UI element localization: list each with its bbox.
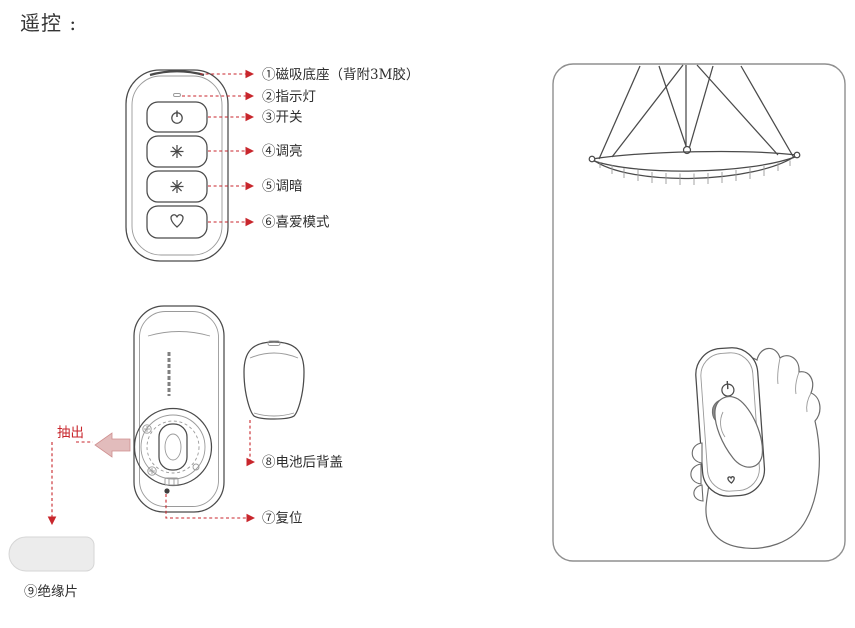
insulation-sheet	[8, 536, 95, 572]
callout-dim: ⑤调暗	[262, 179, 303, 195]
remote-back-view	[133, 305, 225, 513]
callout-brighten: ④调亮	[262, 143, 303, 160]
callout-indicator: ②指示灯	[262, 89, 316, 105]
screw-icon	[142, 424, 152, 434]
fingertip	[690, 463, 702, 485]
heart-icon	[727, 476, 735, 484]
screw-icon	[147, 466, 157, 476]
battery-compartment	[133, 407, 213, 487]
reset-hole	[164, 488, 170, 494]
favorite-button	[146, 205, 208, 239]
fingertip	[693, 484, 704, 502]
thumb	[714, 396, 764, 468]
ceiling-lamp	[588, 64, 801, 185]
callout-magnetic-base: ①磁吸底座（背附3M胶）	[262, 66, 419, 83]
pull-out-label: 抽出	[57, 425, 84, 441]
brightness-down-icon	[170, 180, 184, 193]
callout-insulation: ⑨绝缘片	[24, 584, 78, 600]
brightness-up-icon	[170, 145, 184, 158]
favorite-heart-icon	[170, 214, 184, 228]
power-icon	[171, 110, 183, 124]
callout-reset: ⑦复位	[262, 510, 303, 527]
callout-power: ③开关	[262, 110, 303, 126]
page-title: 遥控 :	[20, 11, 77, 35]
pull-out-lines	[47, 441, 93, 526]
pull-out-arrow	[94, 432, 131, 458]
indicator-light	[173, 93, 181, 97]
fingertip	[691, 442, 703, 464]
front-callout-lines	[182, 69, 255, 227]
battery-cover-piece	[243, 340, 305, 420]
back-callout-lines	[165, 420, 256, 523]
callout-favorite: ⑥喜爱模式	[262, 215, 330, 231]
callout-battery-cover: ⑧电池后背盖	[262, 455, 343, 471]
magnetic-base-edge	[149, 70, 205, 77]
remote-front-view	[125, 69, 229, 262]
usage-panel	[552, 63, 846, 562]
hand-with-remote	[690, 347, 821, 549]
